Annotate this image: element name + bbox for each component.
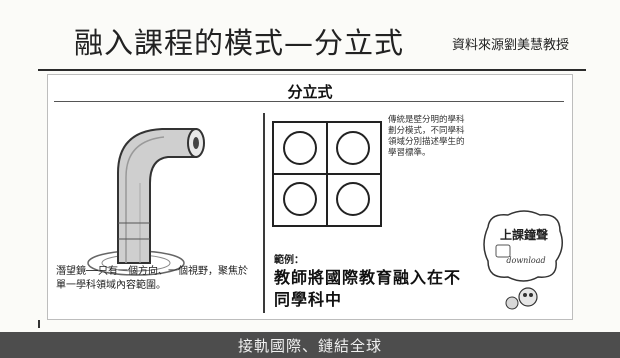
column-divider	[263, 113, 265, 313]
quadrant-grid-diagram	[272, 121, 382, 227]
example-text: 教師將國際教育融入在不同學科中	[274, 268, 462, 309]
title-underline	[38, 69, 586, 71]
slide-title: 融入課程的模式—分立式	[74, 26, 405, 60]
sticker-sub-text: download	[506, 256, 545, 265]
footer-slogan: 接軌國際、鏈結全球	[237, 337, 382, 355]
source-attribution: 資料來源劉美慧教授	[452, 38, 570, 53]
panel-divider	[54, 101, 564, 102]
circle-icon	[283, 131, 317, 165]
panel-title: 分立式	[287, 83, 333, 101]
class-bell-sticker: 上課鐘聲 download	[483, 210, 563, 310]
circle-icon	[336, 131, 370, 165]
periscope-caption: 潛望鏡──只有一個方向、一個視野，聚焦於單一學科領域內容範圍。	[56, 266, 249, 291]
circle-icon	[336, 182, 370, 216]
model-description: 傳統是壁分明的學科劃分模式，不同學科領域分別描述學生的學習標準。	[388, 115, 465, 158]
content-panel: 分立式 潛望鏡──只有一個方向、一個視野，聚焦於單一學科領域內容範圍。	[47, 74, 573, 320]
circle-icon	[283, 182, 317, 216]
example-label: 範例：	[274, 255, 304, 266]
sticker-main-text: 上課鐘聲	[500, 227, 548, 242]
footer-bar: 接軌國際、鏈結全球	[0, 332, 620, 358]
decorative-mark	[38, 320, 40, 328]
periscope-illustration	[87, 128, 205, 276]
